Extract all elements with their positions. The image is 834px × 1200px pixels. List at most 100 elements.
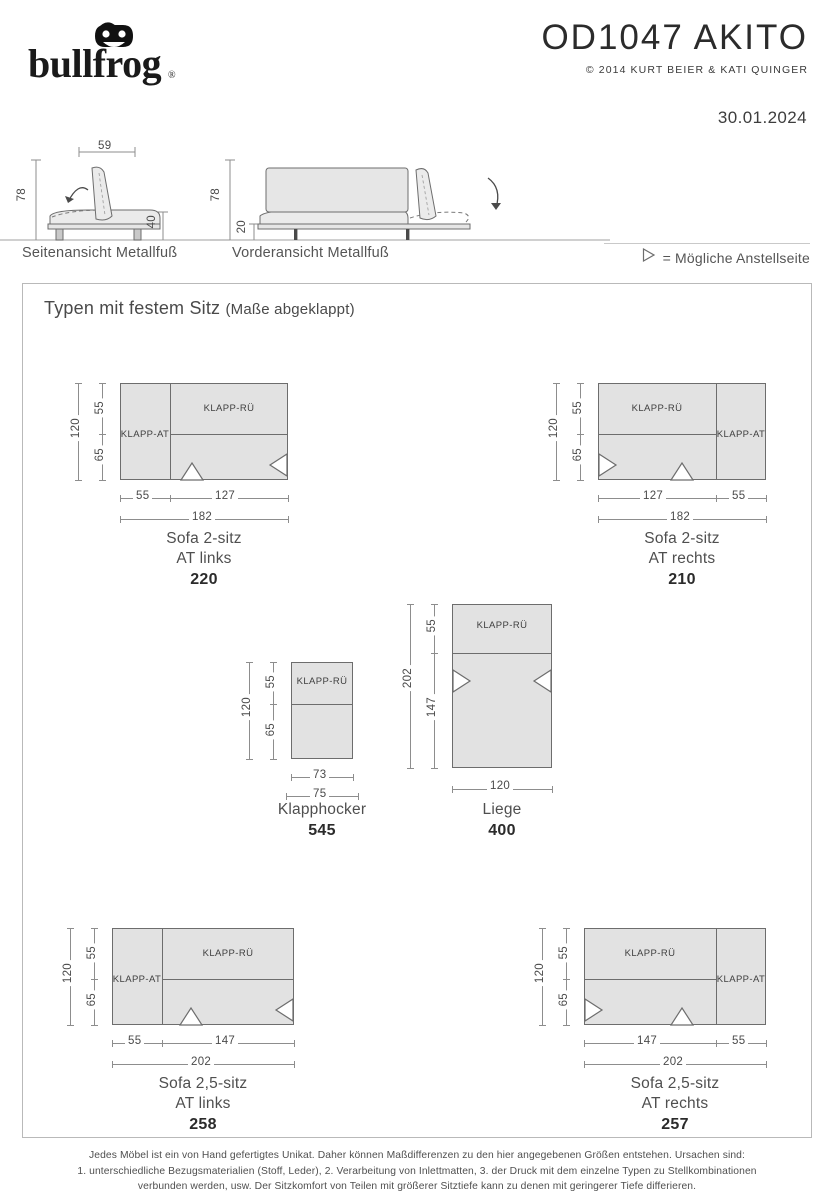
dim-bottom-depth: 65	[558, 990, 570, 1010]
side-seat-height-dim: 40	[146, 215, 158, 229]
dim-total-depth: 120	[70, 415, 82, 442]
anstellseite-bottom-icon	[669, 461, 695, 481]
model-name: OD1047 AKITO	[541, 18, 808, 57]
dim-body-width: 127	[212, 490, 239, 502]
segment-label-klapp-ru: KLAPP-RÜ	[476, 620, 528, 631]
brand-wordmark: bullfrog	[28, 41, 162, 86]
dim-split-depth-line	[102, 383, 103, 480]
dim-top-depth: 55	[572, 398, 584, 418]
dim-split-depth-line	[94, 928, 95, 1025]
dim-top-depth: 55	[86, 943, 98, 963]
dim-split-depth-line	[580, 383, 581, 480]
dim-at-width: 55	[729, 1035, 749, 1047]
footer-line-2: 1. unterschiedliche Bezugsmaterialien (S…	[77, 1165, 757, 1177]
dim-at-width: 55	[133, 490, 153, 502]
article-code: 545	[308, 821, 336, 839]
ru-divider	[452, 653, 552, 655]
article-code: 257	[661, 1115, 689, 1133]
at-divider	[170, 383, 172, 480]
segment-label-klapp-at: KLAPP-AT	[716, 974, 766, 985]
caption-line-1: Sofa 2,5-sitz	[158, 1075, 248, 1092]
figure-caption: Klapphocker 545	[242, 800, 402, 842]
dim-widths-line	[584, 1043, 766, 1044]
dim-total-width: 202	[660, 1056, 687, 1068]
dim-total-depth: 120	[548, 415, 560, 442]
ru-divider	[291, 704, 353, 706]
article-code: 210	[668, 570, 696, 588]
dim-total-width: 202	[188, 1056, 215, 1068]
dim-total-width: 182	[189, 511, 216, 523]
triangle-right-outline-icon	[641, 247, 656, 268]
footer-line-3: verbunden werden, usw. Der Sitzkomfort v…	[137, 1181, 697, 1193]
panel-title-sub: (Maße abgeklappt)	[225, 301, 355, 318]
dim-body-width: 147	[212, 1035, 239, 1047]
panel-title-main: Typen mit festem Sitz	[44, 298, 221, 318]
dim-total-depth: 120	[241, 694, 253, 721]
dim-widths-line	[598, 498, 766, 499]
dim-top-depth: 55	[426, 616, 438, 636]
segment-label-klapp-ru: KLAPP-RÜ	[296, 676, 348, 687]
segment-label-klapp-at: KLAPP-AT	[716, 429, 766, 440]
segment-label-klapp-ru: KLAPP-RÜ	[203, 403, 255, 414]
legend-label: = Mögliche Anstellseite	[662, 249, 810, 266]
model-title: OD1047 AKITO © 2014 KURT BEIER & KATI QU…	[541, 20, 808, 76]
frog-face-icon	[85, 22, 143, 61]
dim-total-depth: 202	[402, 665, 414, 692]
elevation-views: 78 59 40 Seitenansicht Metallfuß	[0, 140, 834, 265]
anstellseite-bottom-icon	[178, 1006, 204, 1026]
anstellseite-bottom-icon	[669, 1006, 695, 1026]
anstellseite-right-icon	[532, 668, 552, 694]
ru-divider	[584, 979, 716, 981]
model-credit: © 2014 KURT BEIER & KATI QUINGER	[585, 64, 808, 76]
caption-line-1: Sofa 2-sitz	[166, 530, 242, 547]
dim-at-width: 55	[729, 490, 749, 502]
legend-divider	[604, 243, 810, 244]
segment-label-klapp-at: KLAPP-AT	[112, 974, 162, 985]
caption-line-2: AT links	[175, 1094, 231, 1112]
ru-divider	[162, 979, 294, 981]
side-height-dim: 78	[16, 188, 28, 202]
caption-line-2: AT rechts	[641, 1094, 709, 1112]
article-code: 220	[190, 570, 218, 588]
legend: = Mögliche Anstellseite	[641, 247, 810, 268]
front-elevation: 78 20 Vorderansicht Metallfuß	[210, 140, 610, 261]
document-date: 30.01.2024	[717, 108, 807, 127]
caption-line-2: AT rechts	[648, 549, 716, 567]
anstellseite-right-icon	[274, 997, 294, 1023]
panel-title: Typen mit festem Sitz (Maße abgeklappt)	[44, 298, 355, 319]
dim-at-width: 55	[125, 1035, 145, 1047]
dim-top-depth: 55	[265, 672, 277, 692]
front-base-height-dim: 20	[236, 220, 248, 234]
dim-body-width: 127	[640, 490, 667, 502]
anstellseite-left-icon	[598, 452, 618, 478]
plan-outline	[584, 928, 766, 1025]
at-divider	[716, 383, 718, 480]
at-divider	[162, 928, 164, 1025]
caption-line-1: Klapphocker	[277, 801, 367, 818]
dim-split-depth-line	[273, 662, 274, 759]
plan-outline	[112, 928, 294, 1025]
dim-bottom-depth: 147	[426, 694, 438, 721]
at-divider	[716, 928, 718, 1025]
segment-label-klapp-ru: KLAPP-RÜ	[202, 948, 254, 959]
figure-caption: Sofa 2-sitz AT links 220	[124, 529, 284, 591]
anstellseite-left-icon	[452, 668, 472, 694]
segment-label-klapp-ru: KLAPP-RÜ	[624, 948, 676, 959]
caption-line-1: Sofa 2,5-sitz	[630, 1075, 720, 1092]
ru-divider	[598, 434, 716, 436]
anstellseite-right-icon	[268, 452, 288, 478]
front-height-dim: 78	[210, 188, 222, 202]
dim-total-width: 120	[487, 780, 514, 792]
dim-split-depth-line	[566, 928, 567, 1025]
side-elevation: 78 59 40 Seitenansicht Metallfuß	[0, 140, 230, 261]
caption-line-2: AT links	[176, 549, 232, 567]
dim-bottom-depth: 65	[94, 445, 106, 465]
segment-label-klapp-at: KLAPP-AT	[120, 429, 170, 440]
caption-line-1: Sofa 2-sitz	[644, 530, 720, 547]
anstellseite-left-icon	[584, 997, 604, 1023]
plan-outline	[120, 383, 288, 480]
brand-logo: bullfrog ®	[28, 22, 258, 92]
dim-total-width: 182	[667, 511, 694, 523]
dim-top-depth: 55	[558, 943, 570, 963]
footer-disclaimer: Jedes Möbel ist ein von Hand gefertigtes…	[0, 1148, 834, 1195]
